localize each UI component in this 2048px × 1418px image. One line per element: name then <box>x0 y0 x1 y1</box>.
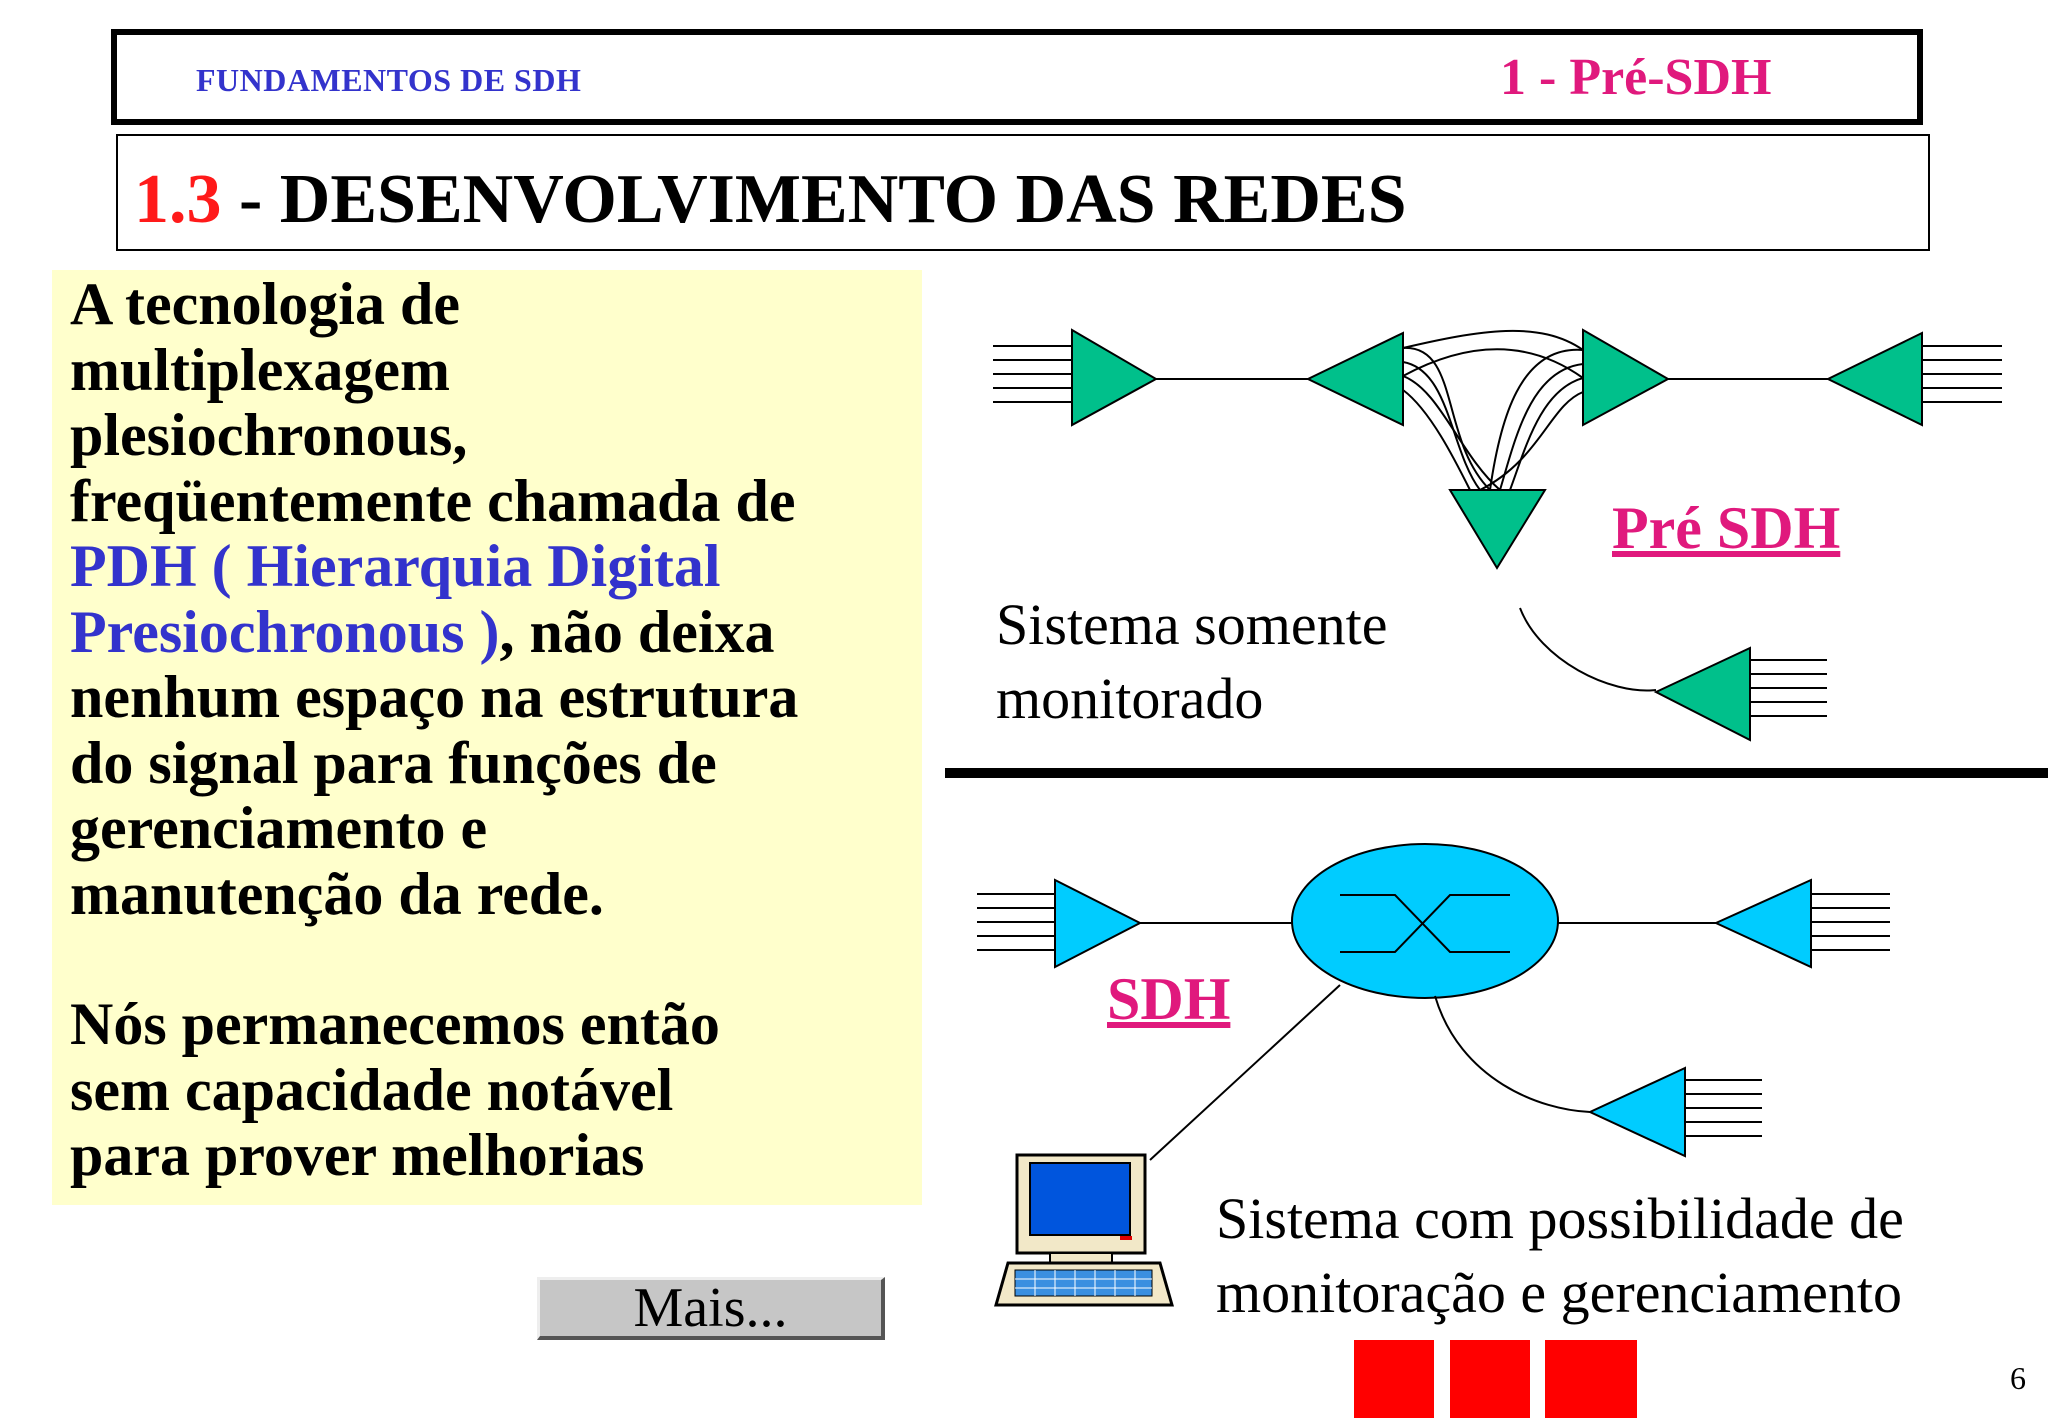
tributary-lines <box>993 345 1072 403</box>
section-title-frame <box>116 134 1930 251</box>
text-line: do signal para funções de <box>70 729 717 796</box>
section-divider <box>945 768 2048 778</box>
pre-sdh-label: Pré SDH <box>1612 495 1841 561</box>
red-block <box>1354 1340 1434 1418</box>
text-line: A tecnologia de <box>70 271 460 337</box>
caption-line: monitorado <box>996 666 1264 731</box>
mux-triangle-icon <box>1825 331 1923 427</box>
text-fragment: , não deixa <box>499 598 775 665</box>
caption-line: Sistema com possibilidade de <box>1216 1186 1904 1251</box>
tributary-lines <box>1685 1079 1762 1137</box>
text-line: gerenciamento e <box>70 795 488 861</box>
mux-triangle-icon <box>1071 328 1159 427</box>
mux-triangle-icon <box>1448 489 1547 570</box>
section-title: 1.3 - DESENVOLVIMENTO DAS REDES <box>134 160 1407 240</box>
pdh-term: PDH ( Hierarquia Digital <box>70 533 721 599</box>
tributary-lines <box>1922 345 2002 403</box>
more-button[interactable]: Mais... <box>537 1277 885 1340</box>
sdh-diagram <box>977 843 1890 1161</box>
mux-triangle-icon <box>1054 878 1143 969</box>
text-line: manutenção da rede. <box>70 860 604 927</box>
red-block <box>1545 1340 1637 1418</box>
paragraph-1: A tecnologia de multiplexagem plesiochro… <box>70 271 920 927</box>
tributary-lines <box>1750 659 1827 717</box>
red-blocks <box>1354 1340 1637 1418</box>
mux-triangle-icon <box>1587 1066 1686 1158</box>
text-line: sem capacidade notável <box>70 1056 674 1123</box>
sdh-label: SDH <box>1107 966 1231 1032</box>
mux-triangle-icon <box>1305 331 1404 427</box>
caption-sdh: Sistema com possibilidade de monitoração… <box>1216 1182 1904 1330</box>
mux-triangle-icon <box>1713 878 1812 969</box>
text-line: plesiochronous, <box>70 402 468 468</box>
text-line: Nós permanecemos então <box>70 991 720 1057</box>
pdh-term-cont: Presiochronous ) <box>70 598 500 665</box>
text-line: freqüentemente chamada de <box>70 467 796 534</box>
chapter-label: 1 - Pré-SDH <box>1500 49 1772 106</box>
section-number: 1.3 <box>134 161 222 238</box>
text-line: nenhum espaço na estrutura <box>70 664 799 730</box>
page-number: 6 <box>2010 1360 2026 1396</box>
mux-triangle-icon <box>1582 328 1671 427</box>
caption-line: Sistema somente <box>996 592 1388 657</box>
text-panel <box>52 270 922 1205</box>
red-block <box>1450 1340 1530 1418</box>
text-line: multiplexagem <box>70 336 450 403</box>
cross-connect-symbol <box>1340 894 1510 953</box>
caption-line: monitoração e gerenciamento <box>1216 1260 1903 1325</box>
computer-icon <box>994 1153 1174 1307</box>
tributary-lines <box>977 893 1055 951</box>
text-line: para prover melhorias <box>70 1122 645 1188</box>
paragraph-2: Nós permanecemos então sem capacidade no… <box>70 991 920 1189</box>
tributary-lines <box>1811 893 1890 951</box>
course-title: FUNDAMENTOS DE SDH <box>196 62 582 98</box>
patch-wires <box>1402 329 1584 491</box>
body-text: A tecnologia de multiplexagem plesiochro… <box>70 271 920 1189</box>
header-frame <box>111 29 1923 125</box>
monitor-triangle-icon <box>1653 646 1751 742</box>
text-line: Presiochronous ), não deixa <box>70 598 920 666</box>
section-title-text: - DESENVOLVIMENTO DAS REDES <box>221 161 1407 238</box>
pre-sdh-diagram <box>993 328 2002 742</box>
caption-pre-sdh: Sistema somente monitorado <box>996 588 1387 736</box>
